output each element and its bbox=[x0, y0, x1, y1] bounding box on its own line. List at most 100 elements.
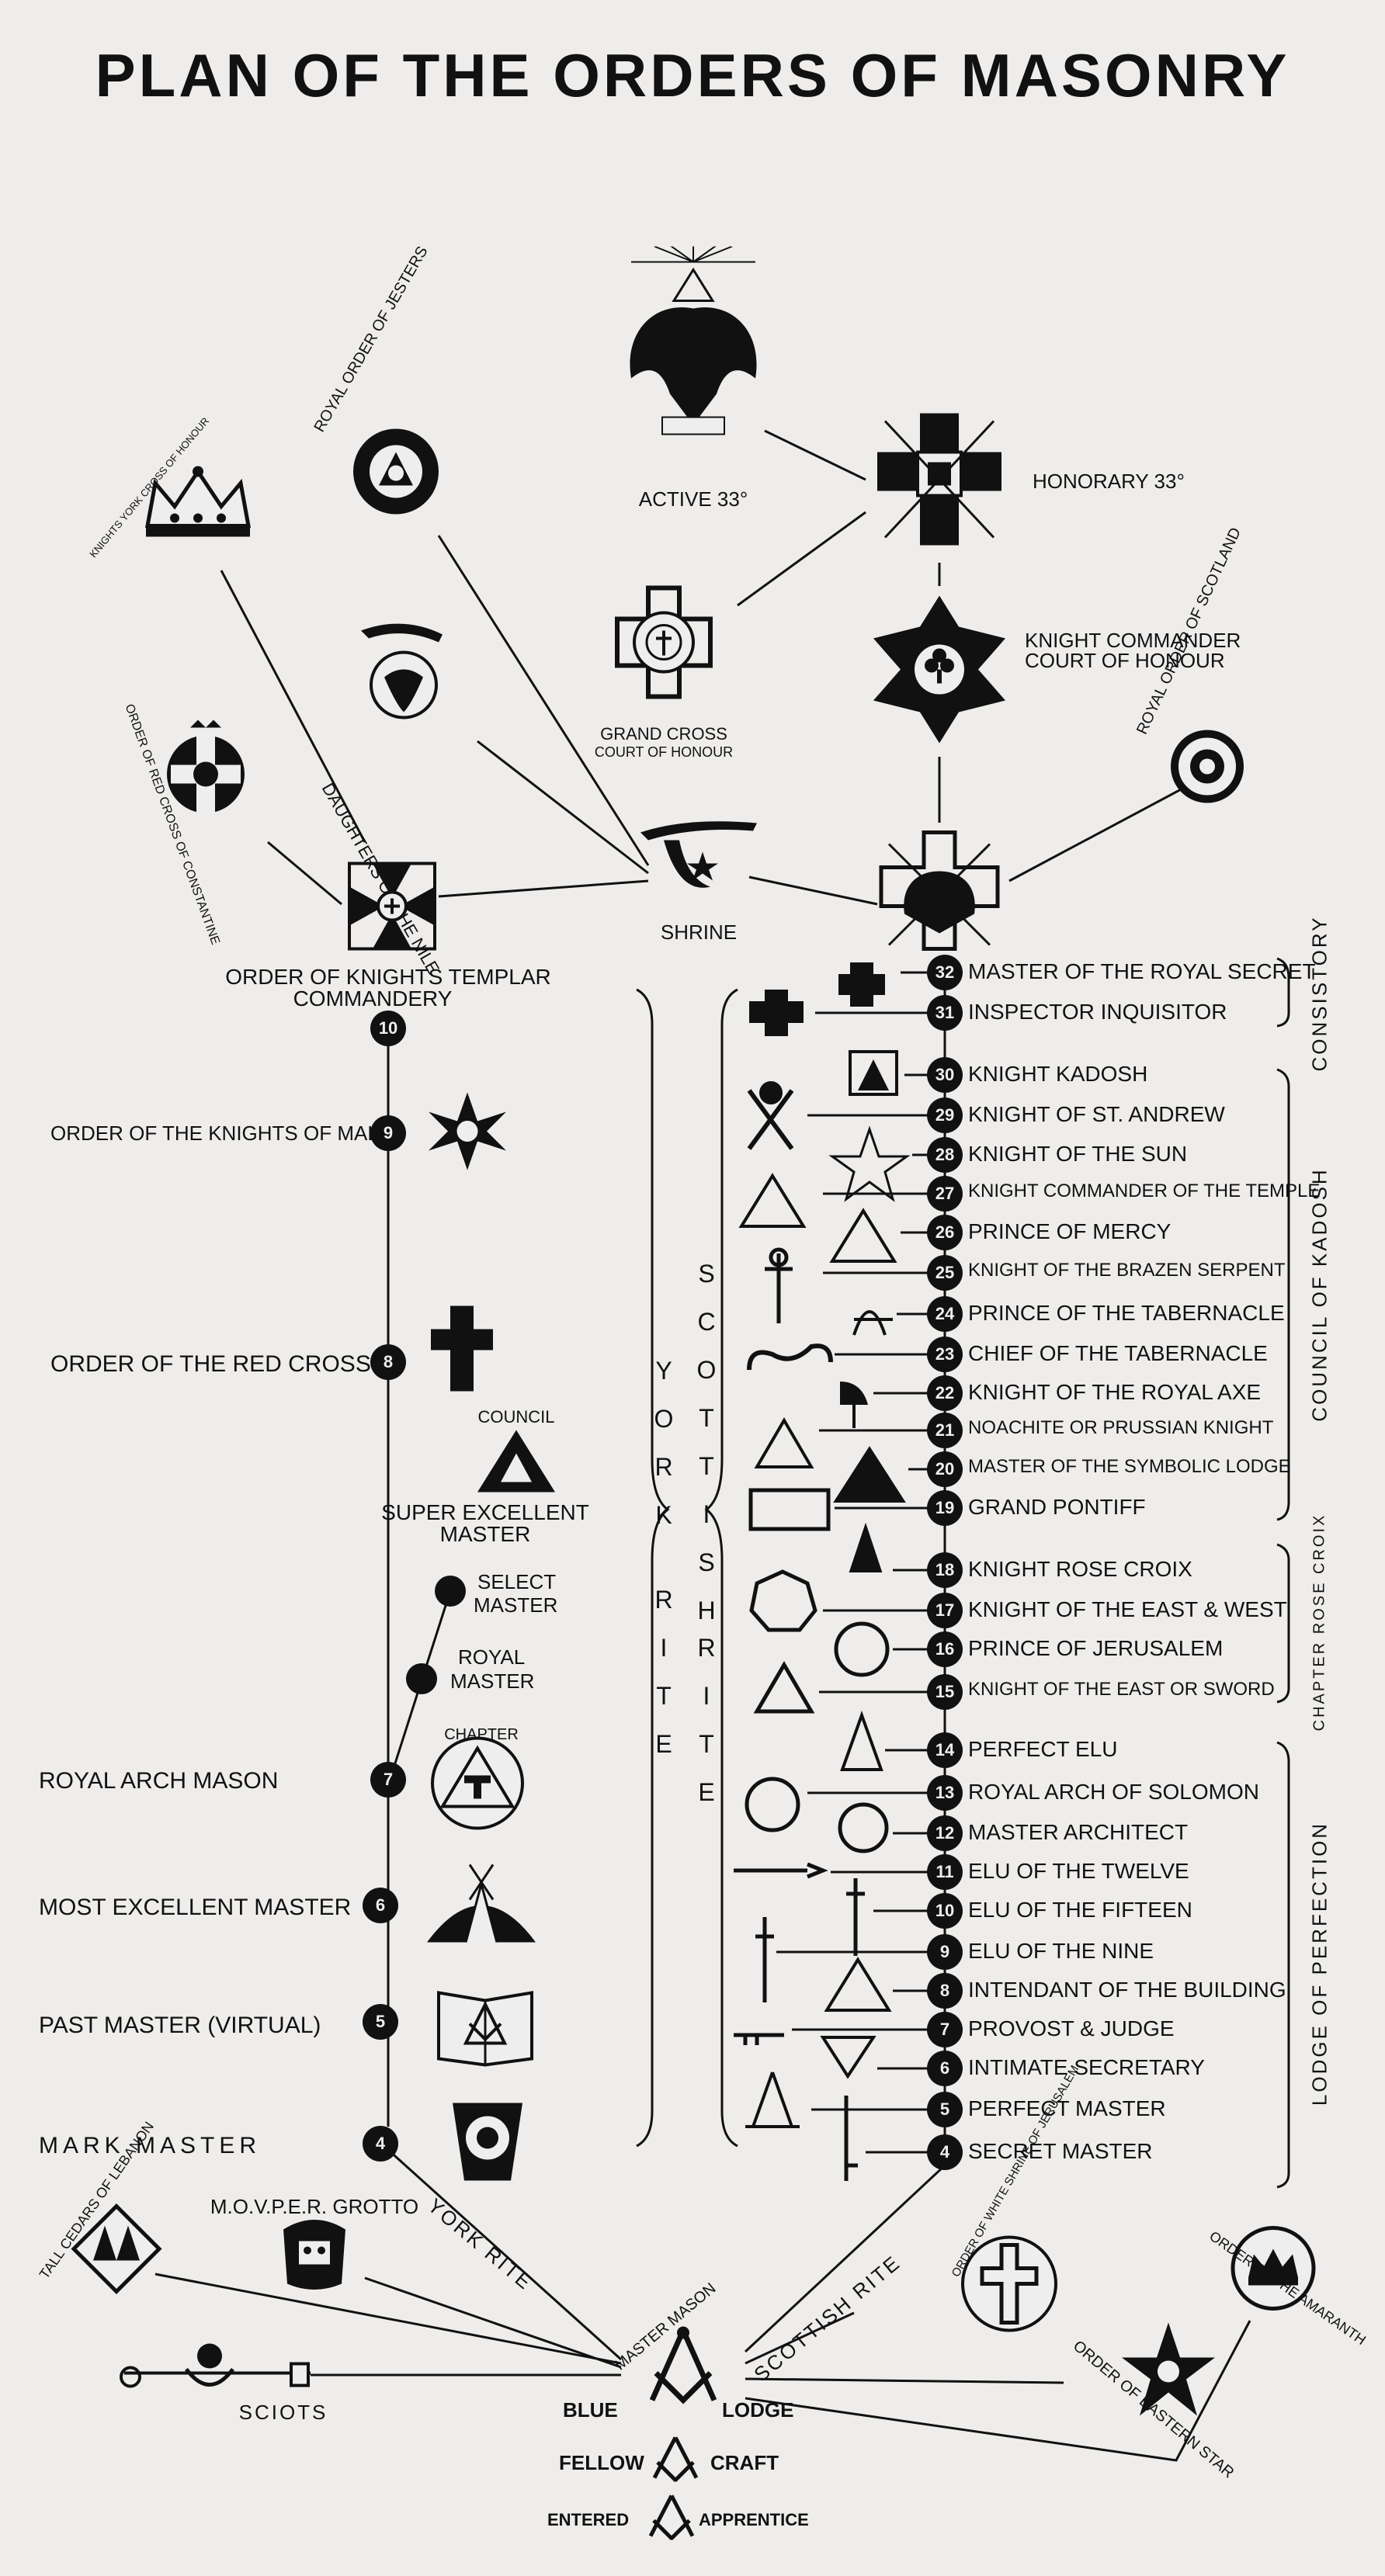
grotto-veiled-prophet-icon bbox=[272, 2210, 357, 2300]
rite-letter: R bbox=[697, 1634, 716, 1662]
maltese-cross-icon bbox=[425, 1089, 510, 1178]
fellow-craft-square-compass-icon bbox=[648, 2436, 703, 2486]
degree-badge: 22 bbox=[927, 1375, 963, 1411]
degree-badge-royal-arch: 7 bbox=[370, 1762, 406, 1798]
royal-master-label-2: MASTER bbox=[450, 1669, 535, 1693]
elu-twelve-dagger-icon bbox=[734, 1862, 828, 1879]
degree-badge-mark-master: 4 bbox=[363, 2126, 398, 2162]
grand-cross-label-1: GRAND CROSS bbox=[600, 724, 727, 744]
degree-name: KNIGHT KADOSH bbox=[968, 1062, 1148, 1086]
degree-badge: 10 bbox=[927, 1893, 963, 1929]
degree-badge-commandery: 10 bbox=[370, 1011, 406, 1046]
amaranth-crown-icon bbox=[1227, 2222, 1320, 2319]
shrine-scimitar-icon bbox=[633, 810, 765, 907]
entered-label: ENTERED bbox=[547, 2510, 630, 2529]
degree-name: KNIGHT COMMANDER OF THE TEMPLE bbox=[968, 1181, 1321, 1201]
past-master-book-icon bbox=[435, 1981, 536, 2071]
degree-badge: 28 bbox=[927, 1137, 963, 1173]
commandery-label-2: COMMANDERY bbox=[293, 986, 453, 1011]
royal-arch-solomon-icon bbox=[745, 1777, 800, 1832]
degree-badge: 25 bbox=[927, 1255, 963, 1291]
degree-name: KNIGHT OF THE SUN bbox=[968, 1142, 1188, 1166]
sciots-emblem-icon bbox=[116, 2342, 318, 2408]
line-constantine-kt bbox=[267, 841, 342, 906]
degree-name: MASTER ARCHITECT bbox=[968, 1820, 1189, 1844]
line-kt-shrine bbox=[438, 879, 649, 898]
white-shrine-cross-icon bbox=[959, 2230, 1060, 2342]
super-excellent-label-2: MASTER bbox=[439, 1522, 531, 1546]
sun-star-icon bbox=[828, 1125, 911, 1202]
rite-letter: R bbox=[654, 1586, 673, 1614]
kcch-label-2: COURT OF HONOUR bbox=[1025, 649, 1225, 672]
prince-mercy-triangle-icon bbox=[829, 1208, 897, 1263]
apprentice-label: APPRENTICE bbox=[699, 2510, 809, 2529]
scottish-brace bbox=[704, 988, 738, 2148]
rite-letter: T bbox=[656, 1682, 672, 1710]
commandery-label-1: ORDER OF KNIGHTS TEMPLAR bbox=[225, 965, 551, 989]
secret-master-key-icon bbox=[844, 2096, 858, 2181]
line-honorary-grandcross bbox=[737, 511, 866, 607]
elu-nine-dagger-icon bbox=[755, 1917, 774, 2002]
most-excellent-temple-icon bbox=[423, 1861, 540, 1950]
consistory-label: CONSISTORY bbox=[1307, 915, 1331, 1072]
kadosh-brace bbox=[1276, 1068, 1290, 1521]
inspector-cross-icon bbox=[749, 990, 804, 1036]
royal-master-dot bbox=[406, 1663, 437, 1694]
york-letter: Y bbox=[655, 1357, 672, 1385]
grand-pontiff-frame-icon bbox=[748, 1488, 831, 1531]
kadosh-eagle-icon bbox=[849, 1050, 898, 1096]
kcch-label-1: KNIGHT COMMANDER bbox=[1025, 629, 1241, 652]
degree-badge: 27 bbox=[927, 1176, 963, 1212]
tabernacle-letter-icon bbox=[852, 1310, 893, 1336]
commander-temple-triangle-icon bbox=[738, 1173, 807, 1228]
degree-badge: 18 bbox=[927, 1552, 963, 1588]
degree-name: PERFECT MASTER bbox=[968, 2096, 1166, 2120]
chapter-label: CHAPTER bbox=[444, 1726, 519, 1743]
chapter-keystone-icon bbox=[427, 1733, 528, 1838]
degree-name: KNIGHT OF ST. ANDREW bbox=[968, 1102, 1225, 1126]
rite-letter: T bbox=[699, 1730, 714, 1758]
degree-badge: 7 bbox=[927, 2012, 963, 2047]
scottish-rite-line bbox=[744, 2164, 946, 2353]
grand-cross-label-2: COURT OF HONOUR bbox=[594, 744, 734, 760]
line-grotto bbox=[364, 2276, 622, 2369]
blue-label: BLUE bbox=[563, 2398, 618, 2422]
scottish-letter: H bbox=[697, 1597, 716, 1624]
craft-label: CRAFT bbox=[710, 2451, 779, 2474]
degree-badge: 17 bbox=[927, 1593, 963, 1628]
council-label: COUNCIL bbox=[477, 1407, 555, 1427]
active-33-label: ACTIVE 33° bbox=[638, 487, 748, 511]
council-kadosh-label: COUNCIL OF KADOSH bbox=[1307, 1167, 1331, 1422]
mark-master-label: MARK MASTER bbox=[39, 2133, 262, 2158]
york-rite-line bbox=[387, 2148, 623, 2361]
royal-axe-icon bbox=[840, 1382, 868, 1428]
grand-cross-icon bbox=[613, 584, 714, 705]
degree-name: PRINCE OF THE TABERNACLE bbox=[968, 1301, 1285, 1325]
degree-name: INTIMATE SECRETARY bbox=[968, 2055, 1205, 2079]
degree-badge-most-excellent: 6 bbox=[363, 1888, 398, 1923]
degree-badge: 29 bbox=[927, 1097, 963, 1133]
perfection-brace bbox=[1276, 1741, 1290, 2189]
sciots-label: SCIOTS bbox=[238, 2401, 328, 2424]
degree-name: KNIGHT OF THE EAST OR SWORD bbox=[968, 1679, 1275, 1700]
active-32-eagle-cross-icon bbox=[877, 829, 1001, 957]
degree-name: ROYAL ARCH OF SOLOMON bbox=[968, 1780, 1259, 1804]
line-eastern-star bbox=[745, 2377, 1064, 2384]
intimate-secretary-triangles-icon bbox=[820, 2036, 876, 2079]
honorary-33-cross-icon bbox=[870, 406, 1009, 557]
grotto-label: M.O.V.P.E.R. GROTTO bbox=[210, 2195, 419, 2218]
degree-badge: 13 bbox=[927, 1775, 963, 1811]
chapter-rose-croix-label: CHAPTER ROSE CROIX bbox=[1310, 1513, 1328, 1732]
red-cross-label: ORDER OF THE RED CROSS bbox=[50, 1351, 371, 1377]
past-master-label: PAST MASTER (VIRTUAL) bbox=[39, 2013, 321, 2038]
page-title: PLAN OF THE ORDERS OF MASONRY bbox=[95, 41, 1290, 109]
kcch-cross-icon bbox=[870, 592, 1009, 751]
rite-letter: I bbox=[660, 1634, 668, 1662]
degree-name: SECRET MASTER bbox=[968, 2139, 1153, 2163]
rite-letter: I bbox=[703, 1682, 710, 1710]
degree-badge: 6 bbox=[927, 2051, 963, 2086]
degree-badge-red-cross: 8 bbox=[370, 1344, 406, 1380]
rosecroix-brace bbox=[1276, 1543, 1290, 1704]
